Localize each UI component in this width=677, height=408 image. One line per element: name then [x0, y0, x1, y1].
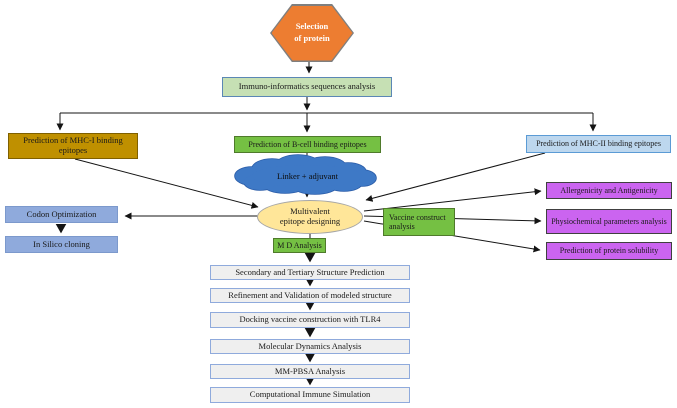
- node-allergenicity-antigenicity: Allergenicity and Antigenicity: [546, 182, 672, 199]
- node-label: M D Analysis: [277, 240, 322, 250]
- node-label: Prediction of MHC-I binding: [23, 135, 123, 146]
- node-md-analysis: M D Analysis: [273, 238, 326, 253]
- node-label: Docking vaccine construction with TLR4: [239, 314, 381, 325]
- node-mhc2-epitopes: Prediction of MHC-II binding epitopes: [526, 135, 671, 153]
- node-label: In Silico cloning: [33, 238, 90, 249]
- node-label: Vaccine construct analysis: [389, 212, 446, 231]
- node-immunoinformatics-analysis: Immuno-informatics sequences analysis: [222, 77, 392, 97]
- node-in-silico-cloning: In Silico cloning: [5, 236, 118, 253]
- pipeline-step: Docking vaccine construction with TLR4: [210, 312, 410, 328]
- pipeline-step: Computational Immune Simulation: [210, 387, 410, 403]
- node-codon-optimization: Codon Optimization: [5, 206, 118, 223]
- node-label: epitope designing: [279, 216, 341, 226]
- node-selection-of-protein: Selection of protein: [270, 4, 354, 62]
- node-label: Prediction of protein solubility: [559, 246, 659, 256]
- node-label: Allergenicity and Antigenicity: [560, 185, 658, 195]
- node-label: Selection: [295, 21, 329, 32]
- node-label: Prediction of MHC-II binding epitopes: [536, 139, 661, 149]
- node-mhc1-epitopes: Prediction of MHC-I binding epitopes: [8, 133, 138, 159]
- pipeline-step: Refinement and Validation of modeled str…: [210, 288, 410, 303]
- node-protein-solubility: Prediction of protein solubility: [546, 242, 672, 260]
- pipeline-step: Secondary and Tertiary Structure Predict…: [210, 265, 410, 280]
- node-label: of protein: [294, 33, 330, 43]
- node-bcell-epitopes: Prediction of B-cell binding epitopes: [234, 136, 381, 153]
- pipeline-step: MM-PBSA Analysis: [210, 364, 410, 379]
- node-label: Prediction of B-cell binding epitopes: [248, 139, 367, 149]
- node-label: Physiochemical parameters analysis: [551, 216, 667, 226]
- node-label: Immuno-informatics sequences analysis: [238, 81, 376, 92]
- node-label: Computational Immune Simulation: [249, 389, 371, 400]
- node-label: Molecular Dynamics Analysis: [258, 340, 362, 351]
- node-label: MM-PBSA Analysis: [274, 365, 346, 376]
- node-multivalent-epitope-designing: Multivalent epitope designing: [257, 200, 363, 234]
- node-label: Secondary and Tertiary Structure Predict…: [235, 266, 385, 277]
- node-linker-adjuvant: Linker + adjuvant: [240, 170, 375, 183]
- node-vaccine-construct-analysis: Vaccine construct analysis: [383, 208, 455, 236]
- node-label: Codon Optimization: [26, 208, 97, 219]
- pipeline-step: Molecular Dynamics Analysis: [210, 339, 410, 354]
- node-label: epitopes: [58, 145, 88, 155]
- node-label: Linker + adjuvant: [277, 170, 338, 181]
- node-label: Multivalent: [290, 206, 330, 217]
- node-label: Refinement and Validation of modeled str…: [228, 289, 392, 300]
- node-physiochemical-parameters: Physiochemical parameters analysis: [546, 209, 672, 234]
